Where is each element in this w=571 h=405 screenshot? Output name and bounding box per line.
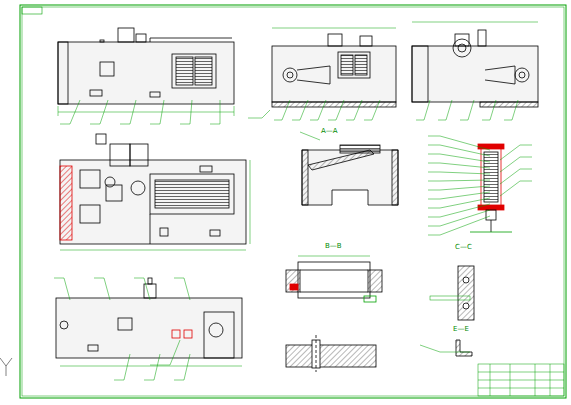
leader-line	[428, 163, 490, 168]
leader-line	[90, 100, 108, 124]
leader-line	[274, 100, 290, 120]
leader-line	[134, 278, 150, 300]
leader-line	[428, 186, 490, 190]
leader-line	[346, 100, 362, 120]
leader-line	[428, 216, 490, 235]
leader-line	[500, 169, 532, 184]
leader-line	[428, 136, 490, 150]
leader-line	[174, 278, 190, 300]
leader-line	[504, 100, 518, 120]
leader-line	[500, 145, 532, 160]
leader-line	[428, 172, 490, 174]
leader-line	[460, 100, 474, 120]
leader-line	[292, 100, 308, 120]
leader-line	[500, 181, 532, 196]
leader-line	[180, 100, 192, 124]
section-label: B—B	[324, 243, 343, 251]
leader-line	[428, 210, 490, 226]
leader-line	[416, 100, 430, 120]
leader-line	[328, 100, 344, 120]
leader-line	[428, 204, 490, 217]
leader-line	[428, 192, 490, 199]
leader-line	[144, 354, 160, 380]
leader-line	[210, 100, 220, 124]
leader-line	[438, 100, 452, 120]
section-label: C—C	[454, 244, 473, 252]
leader-line	[120, 100, 136, 124]
leader-line	[428, 145, 490, 156]
leader-line	[428, 180, 490, 181]
leader-line	[428, 154, 490, 162]
leader-line	[482, 100, 496, 120]
leader-line	[60, 100, 80, 124]
section-label: A—A	[320, 128, 339, 136]
leader-line	[364, 100, 380, 120]
leader-line	[174, 354, 190, 380]
leader-line	[150, 100, 164, 124]
leader-line	[114, 354, 130, 380]
leader-line	[94, 278, 110, 300]
section-label: E—E	[452, 326, 470, 334]
leader-line	[310, 100, 326, 120]
leader-line	[500, 157, 532, 172]
leader-line	[54, 278, 70, 300]
